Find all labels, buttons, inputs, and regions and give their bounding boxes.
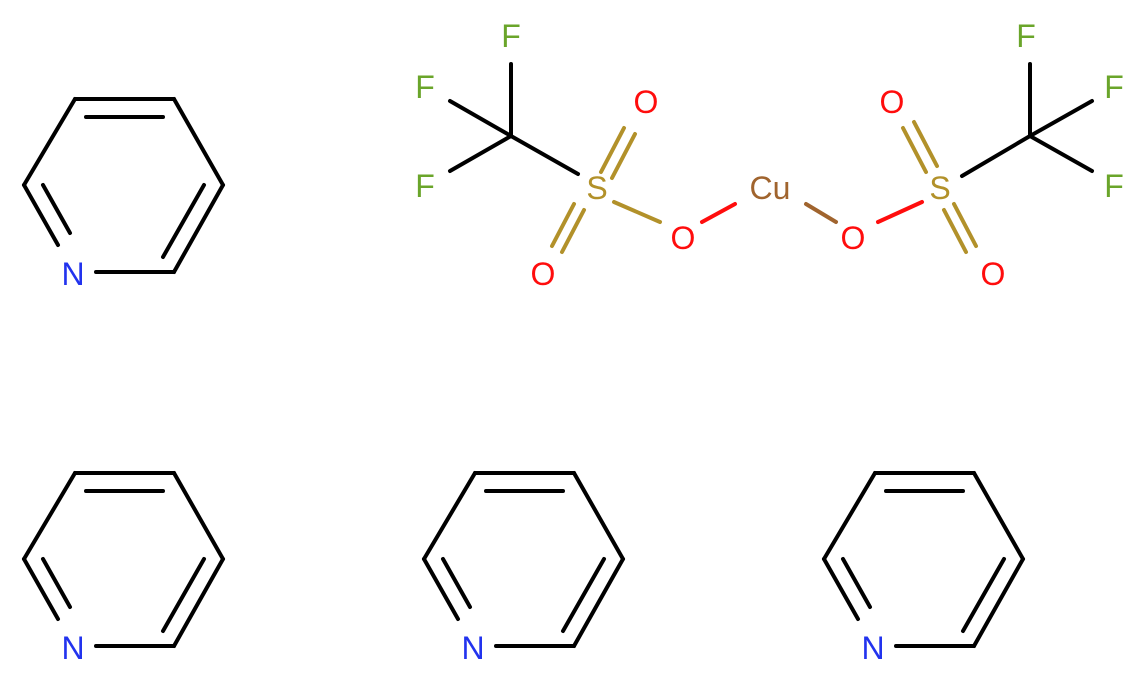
pyridine-ring: N	[22, 471, 225, 666]
fluorine-atom: F	[501, 18, 521, 54]
nitrogen-atom: N	[61, 630, 84, 666]
bond-c-f-low	[1028, 134, 1094, 173]
sulfur-atom: S	[929, 170, 950, 206]
nitrogen-atom: N	[461, 630, 484, 666]
pyridine-ring: N	[822, 471, 1025, 666]
bond-c-f-mid	[448, 99, 513, 138]
bond-s-o-upper-a	[599, 126, 626, 174]
fluorine-atom: F	[1104, 69, 1124, 105]
pyridine-ring: N	[22, 97, 225, 292]
oxygen-atom: O	[981, 256, 1006, 292]
bond-s-o-bridge	[612, 200, 662, 224]
copper-atom: Cu	[750, 170, 791, 206]
bond-c-f-low	[448, 134, 513, 173]
nitrogen-atom: N	[861, 630, 884, 666]
bond-o-s-bridge	[876, 200, 924, 224]
bond-s-o-lower-b	[942, 208, 968, 254]
triflate-right: O S O O F F F	[804, 18, 1124, 292]
oxygen-atom: O	[531, 256, 556, 292]
nitrogen-atom: N	[61, 256, 84, 292]
oxygen-atom: O	[880, 84, 905, 120]
bond-s-o-upper-a	[901, 126, 928, 174]
pyridine-ring: N	[422, 471, 625, 666]
bond-o-cu-left	[700, 202, 737, 224]
bond-s-o-lower-a	[952, 202, 978, 248]
bond-s-o-upper-b	[610, 132, 637, 180]
bond-s-o-lower-b	[550, 202, 576, 248]
fluorine-atom: F	[415, 168, 435, 204]
bond-c-s	[509, 134, 580, 176]
bond-s-o-lower-a	[560, 208, 586, 254]
fluorine-atom: F	[415, 69, 435, 105]
fluorine-atom: F	[1016, 18, 1036, 54]
bond-s-o-upper-b	[912, 120, 939, 168]
bond-cu-o-right	[804, 202, 838, 224]
oxygen-atom: O	[671, 220, 696, 256]
oxygen-atom: O	[841, 220, 866, 256]
bond-c-f-mid	[1028, 99, 1094, 138]
triflate-left: F F F S O O O	[415, 18, 737, 292]
bond-s-c	[960, 134, 1032, 178]
fluorine-atom: F	[1104, 168, 1124, 204]
sulfur-atom: S	[586, 170, 607, 206]
oxygen-atom: O	[634, 84, 659, 120]
